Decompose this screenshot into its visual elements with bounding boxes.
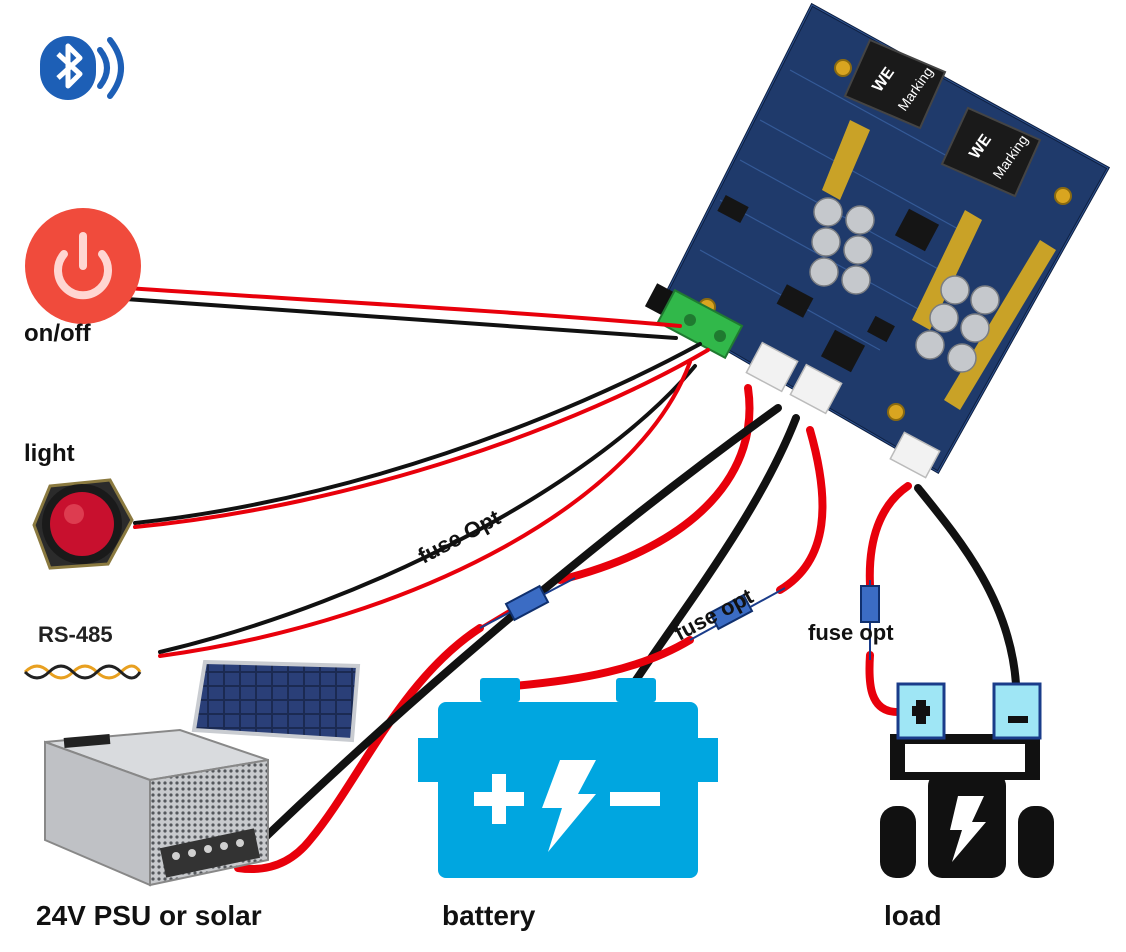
power-wires xyxy=(234,384,1020,874)
rs485-label: RS-485 xyxy=(38,622,113,647)
controller-pcb: WE Marking WE Marking xyxy=(644,2,1111,479)
white-connectors xyxy=(745,341,941,479)
mount-holes xyxy=(698,59,1072,421)
inductor-top: WE Marking xyxy=(843,38,947,130)
wire-battery-black xyxy=(632,414,800,684)
solar-panel-icon xyxy=(191,659,361,743)
twisted-pair-icon xyxy=(23,664,142,680)
wire-battery-red-lower xyxy=(510,636,694,690)
green-terminal-block xyxy=(656,288,744,360)
wire-load-red-lower xyxy=(865,651,902,716)
fuse-load xyxy=(860,580,880,660)
wire-rs485-red xyxy=(158,360,692,658)
light-label: light xyxy=(24,440,75,467)
inductor-right: WE Marking xyxy=(940,106,1042,198)
power-supply-icon xyxy=(44,728,269,887)
wire-load-red-upper xyxy=(865,482,912,589)
on-off-label: on/off xyxy=(24,320,91,347)
fuse-psu xyxy=(479,577,576,629)
wire-onoff-black xyxy=(110,296,678,340)
wire-light-black xyxy=(133,342,702,525)
wires xyxy=(110,285,710,658)
barrel-jack xyxy=(644,283,674,315)
battery-icon xyxy=(418,678,718,878)
wire-psu-red-upper xyxy=(556,384,754,584)
power-button-icon xyxy=(25,208,141,324)
wire-battery-red-upper xyxy=(776,426,827,594)
fuse-battery xyxy=(689,587,786,641)
load-minus-terminal xyxy=(992,682,1042,740)
wire-light-red xyxy=(133,348,710,529)
wire-rs485-black xyxy=(158,364,697,654)
fuse-opt-load-label: fuse opt xyxy=(808,620,894,645)
load-label: load xyxy=(884,900,942,931)
load-vehicle-icon xyxy=(880,682,1054,878)
battery-label: battery xyxy=(442,900,536,931)
wire-onoff-red xyxy=(110,285,682,328)
bluetooth-signal-icon xyxy=(40,36,124,100)
wire-psu-black xyxy=(248,404,782,854)
capacitor-bank-1 xyxy=(809,197,875,295)
psu-label: 24V PSU or solar xyxy=(36,900,262,931)
capacitor-bank-2 xyxy=(915,275,1000,373)
pcb-chips xyxy=(717,194,940,373)
red-pushbutton-icon xyxy=(32,478,134,570)
wire-psu-red-lower xyxy=(234,624,484,874)
load-plus-terminal xyxy=(896,682,946,740)
wire-load-black xyxy=(914,484,1020,688)
